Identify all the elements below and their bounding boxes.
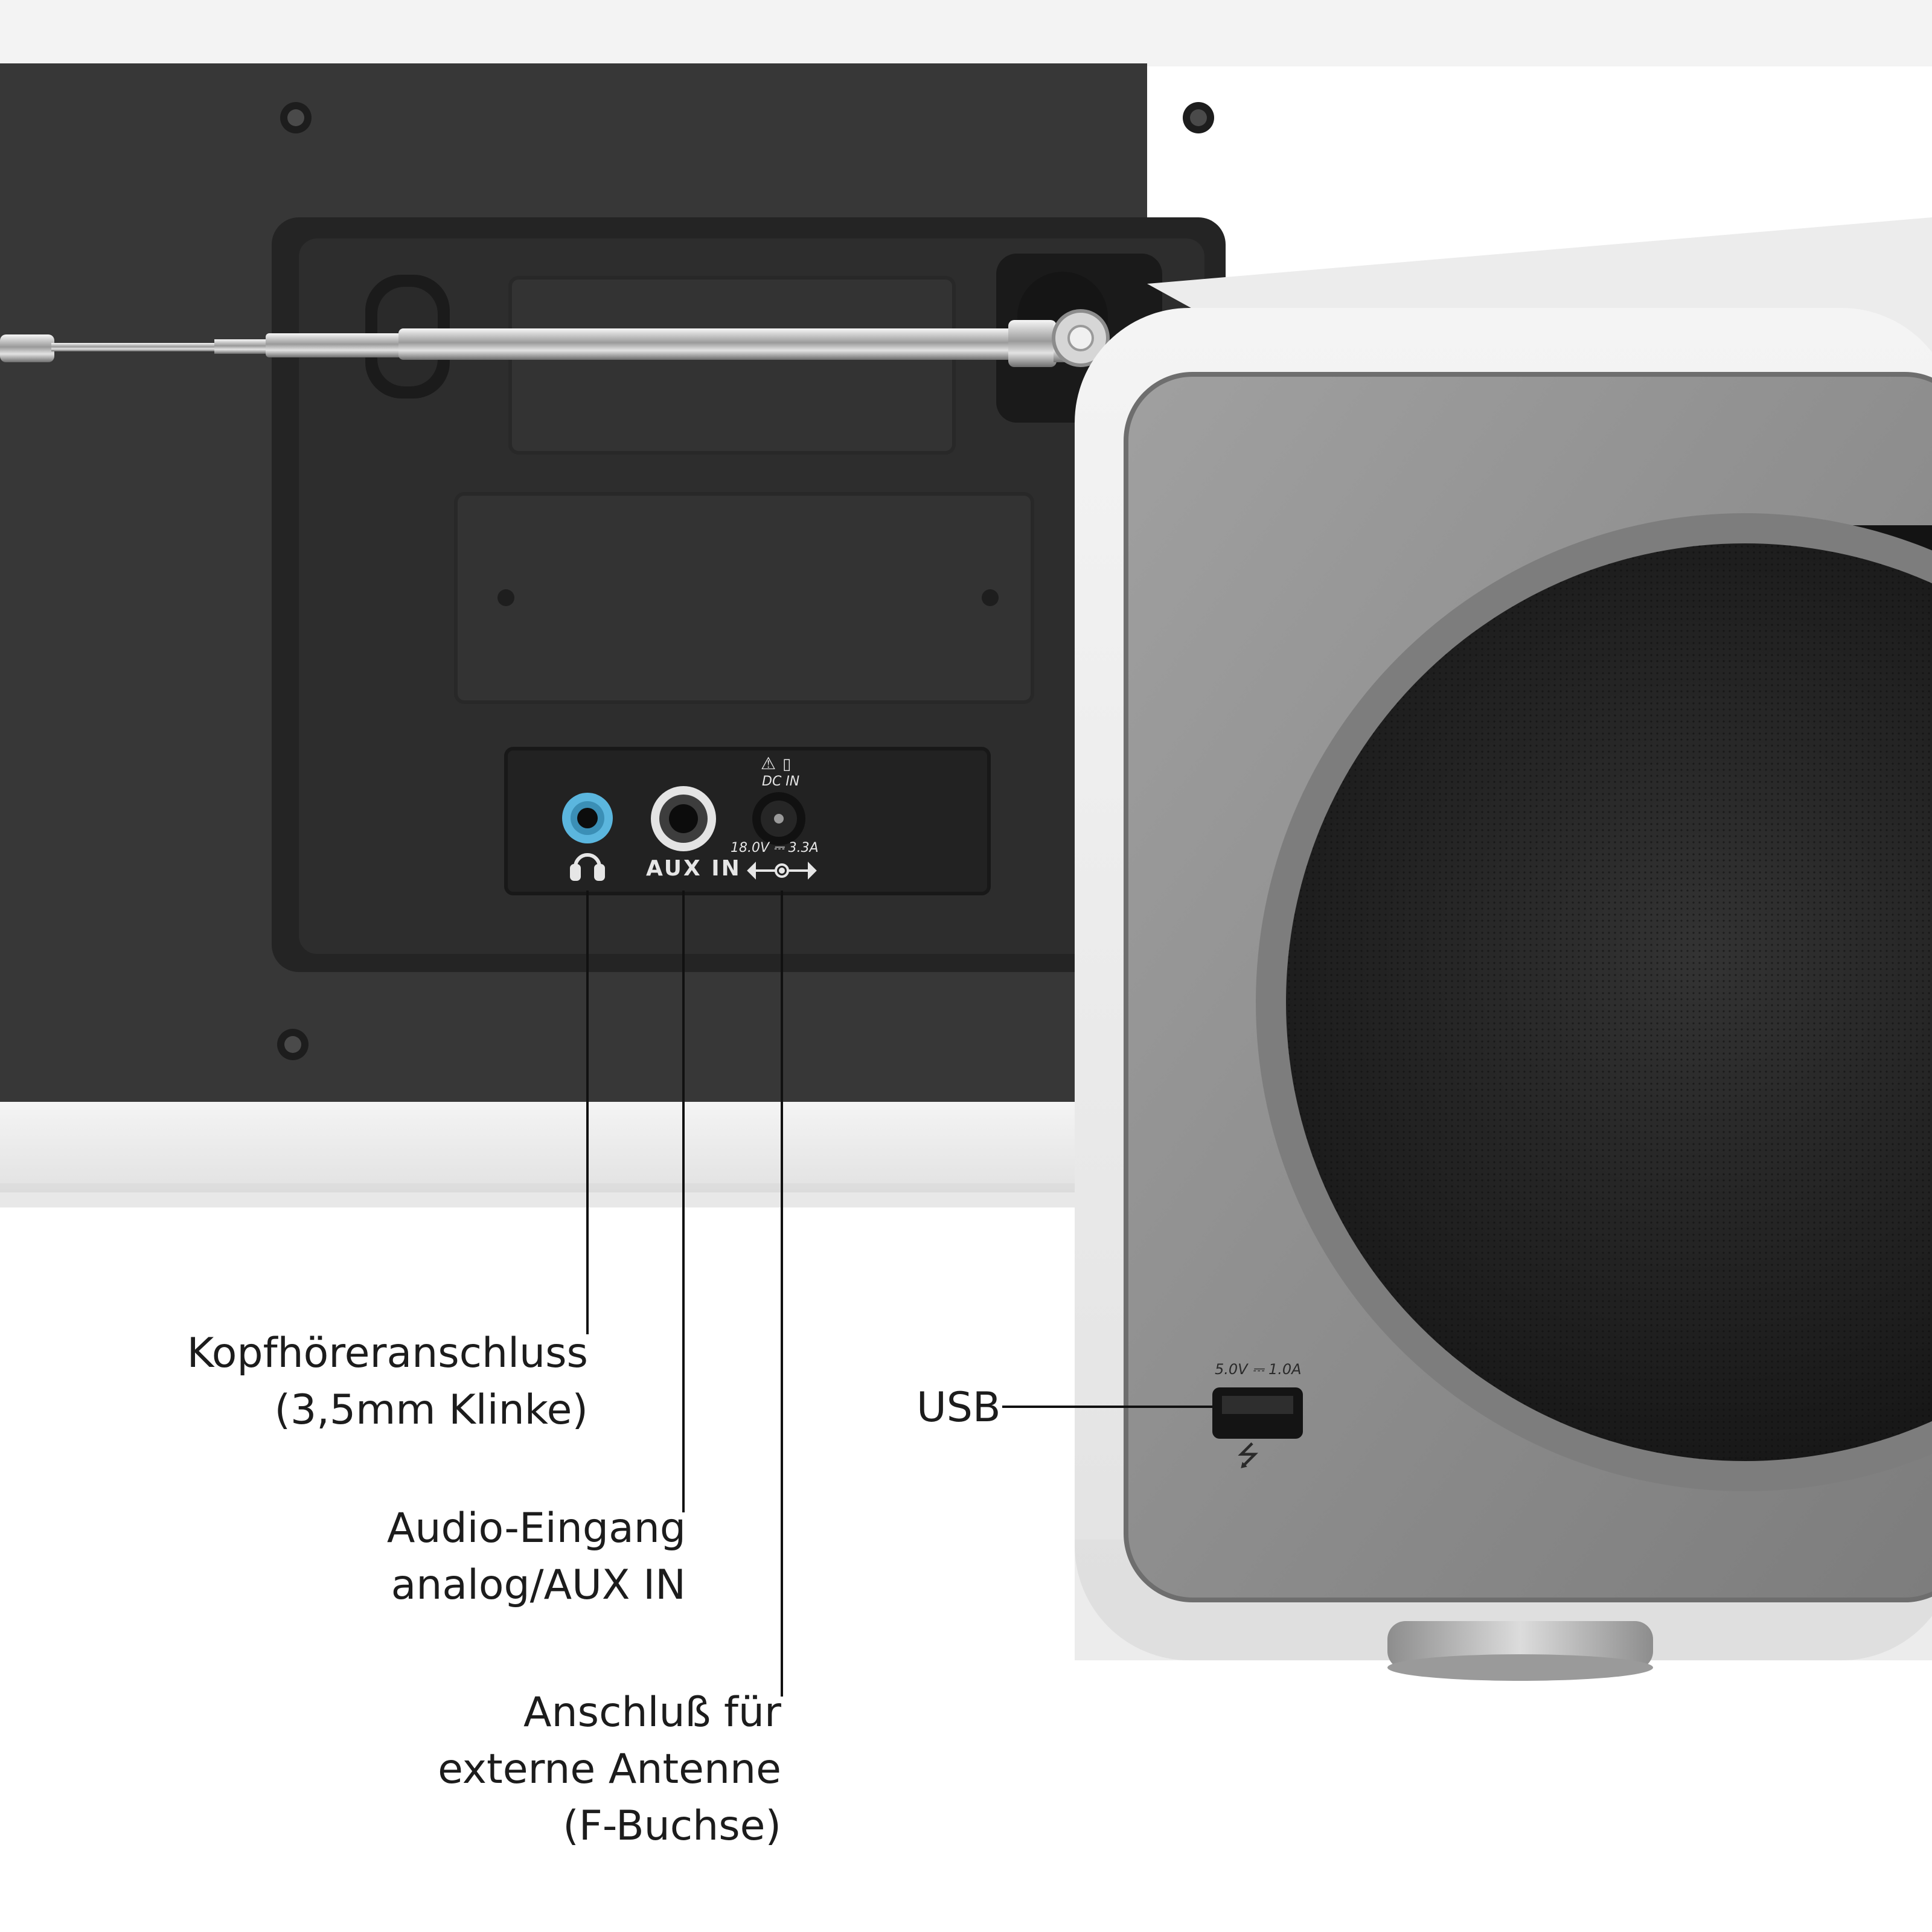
speaker-grille-mesh <box>1286 543 1932 1461</box>
aux-label-line1: Audio-Eingang <box>386 1505 686 1552</box>
antenna-label-line2: externe Antenne <box>438 1745 781 1793</box>
cabinet-shadow <box>0 1183 1147 1208</box>
cover-plate-upper <box>508 276 956 455</box>
jack-plate <box>504 747 991 895</box>
manual-icon: ▯ <box>782 755 792 773</box>
usb-port <box>1212 1387 1303 1439</box>
usb-icon: ⭍ <box>1236 1440 1260 1471</box>
callout-lines <box>586 891 1212 1697</box>
plate-screw-right <box>982 589 999 606</box>
headphone-label-line2: (3,5mm Klinke) <box>274 1386 588 1434</box>
headphone-label-line1: Kopfhöreranschluss <box>187 1329 588 1377</box>
aux-in-marking: AUX IN <box>646 856 741 881</box>
cover-plate-lower <box>454 492 1034 704</box>
usb-rating-marking: 5.0V ⎓ 1.0A <box>1215 1361 1302 1378</box>
usb-label-text: USB <box>916 1384 1001 1431</box>
headphone-icon <box>570 853 605 881</box>
aux-in-jack <box>651 786 716 851</box>
antenna-connector-label: Anschluß für externe Antenne (F-Buchse) <box>438 1684 781 1855</box>
top-cabinet-edge <box>0 0 1932 66</box>
dc-in-jack <box>752 792 805 845</box>
usb-label: USB <box>916 1380 1001 1436</box>
bottom-cabinet-edge <box>0 1102 1147 1192</box>
speaker-foot <box>1387 1621 1653 1681</box>
telescopic-antenna <box>0 309 1110 367</box>
headphone-jack <box>562 793 613 843</box>
antenna-label-line1: Anschluß für <box>523 1689 781 1736</box>
headphone-jack-label: Kopfhöreranschluss (3,5mm Klinke) <box>187 1325 588 1439</box>
dc-rating-marking: 18.0V ⎓ 3.3A <box>731 840 819 856</box>
dc-polarity-icon <box>747 862 817 880</box>
screw-bottom-left <box>277 1029 309 1060</box>
dc-in-marking: DC IN <box>762 774 800 789</box>
aux-input-label: Audio-Eingang analog/AUX IN <box>387 1500 686 1614</box>
back-unit <box>0 0 1932 1208</box>
screw-top-right <box>1183 102 1214 133</box>
screw-top-left <box>280 102 312 133</box>
plate-screw-left <box>497 589 514 606</box>
warning-icon: ⚠ <box>761 754 776 773</box>
aux-label-line2: analog/AUX IN <box>391 1561 686 1609</box>
antenna-label-line3: (F-Buchse) <box>563 1802 781 1850</box>
speaker-unit <box>1075 217 1932 1681</box>
